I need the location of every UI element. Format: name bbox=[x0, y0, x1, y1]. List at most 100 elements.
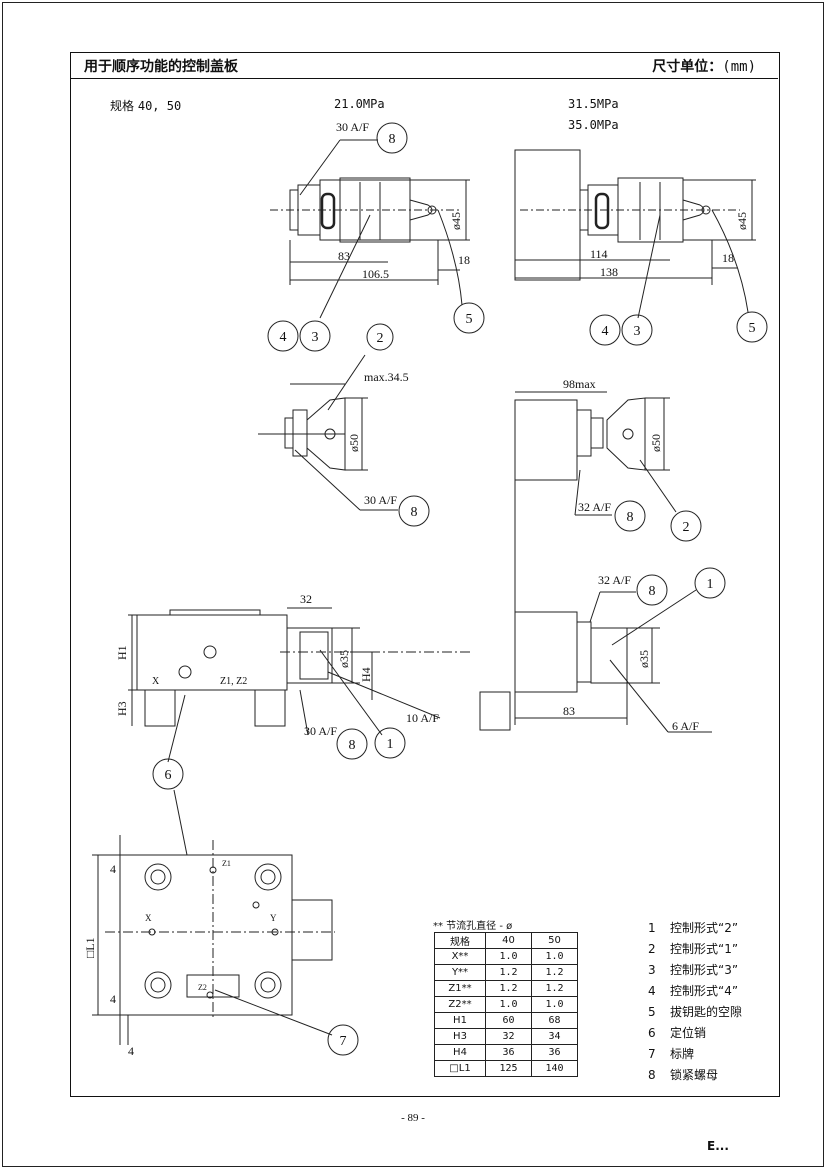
table-cell: 60 bbox=[485, 1012, 532, 1029]
table-row: Z1** 1.2 1.2 bbox=[434, 980, 578, 997]
dim-o35-b: ø35 bbox=[637, 650, 651, 668]
table-cell: 32 bbox=[485, 1028, 532, 1045]
legend-num: 1 bbox=[648, 921, 656, 935]
balloon-3-b: 3 bbox=[634, 324, 641, 339]
key-control-view-21mpa bbox=[270, 139, 470, 319]
dim-o50-b: ø50 bbox=[649, 434, 663, 452]
table-cell: Y** bbox=[434, 964, 486, 981]
dim-32af-b: 32 A/F bbox=[598, 573, 631, 587]
balloon-1-b: 1 bbox=[387, 737, 394, 752]
dim-4-top: 4 bbox=[110, 862, 116, 876]
pressure-35: 35.0MPa bbox=[568, 118, 619, 132]
table-cell: H1 bbox=[434, 1012, 486, 1029]
dim-4-bottom: 4 bbox=[128, 1044, 134, 1058]
dim-h1: H1 bbox=[115, 645, 129, 660]
table-cell: Z2** bbox=[434, 996, 486, 1013]
dim-32af-a: 32 A/F bbox=[578, 500, 611, 514]
table-header-row: 规格 40 50 bbox=[434, 932, 578, 949]
table-row: □L1 125 140 bbox=[434, 1060, 578, 1077]
dim-30af-b: 30 A/F bbox=[364, 493, 397, 507]
balloon-2-b: 2 bbox=[683, 520, 690, 535]
dimension-labels: 30 A/F 83 106.5 18 ø45 114 138 18 ø45 ma… bbox=[83, 120, 749, 1058]
legend-item: 7 标牌 bbox=[648, 1044, 742, 1065]
valve-top-view bbox=[92, 789, 335, 1045]
legend-num: 3 bbox=[648, 963, 656, 977]
table-cell: 1.0 bbox=[485, 948, 532, 965]
balloon-labels: 8 4 3 5 4 3 5 2 8 8 2 8 1 8 1 6 7 bbox=[165, 132, 756, 1049]
table-cell: 1.2 bbox=[531, 964, 578, 981]
port-z1: Z1 bbox=[222, 859, 231, 868]
legend-item: 8 锁紧螺母 bbox=[648, 1065, 742, 1086]
table-row: H1 60 68 bbox=[434, 1012, 578, 1029]
table-row: H4 36 36 bbox=[434, 1044, 578, 1061]
table-row: Z2** 1.0 1.0 bbox=[434, 996, 578, 1013]
dim-z1z2: Z1, Z2 bbox=[220, 676, 247, 687]
dim-83-b: 83 bbox=[563, 704, 575, 718]
legend-text: 控制形式“2” bbox=[670, 921, 739, 935]
dim-max-34-5: max.34.5 bbox=[364, 370, 409, 384]
pressure-21: 21.0MPa bbox=[334, 97, 385, 111]
legend-text: 控制形式“4” bbox=[670, 984, 739, 998]
balloon-5-b: 5 bbox=[749, 321, 756, 336]
balloon-8-a: 8 bbox=[389, 132, 396, 147]
dim-10af: 10 A/F bbox=[406, 711, 439, 725]
legend-item: 4 控制形式“4” bbox=[648, 981, 742, 1002]
orifice-table: 规格 40 50 X** 1.0 1.0 Y** 1.2 1.2 Z1** 1.… bbox=[434, 932, 578, 1077]
balloon-8-d: 8 bbox=[649, 584, 656, 599]
table-cell: 36 bbox=[485, 1044, 532, 1061]
port-x: X bbox=[145, 913, 152, 923]
table-title: ** 节流孔直径 - ø bbox=[433, 921, 513, 932]
legend-num: 8 bbox=[648, 1068, 656, 1082]
table-header-cell: 规格 bbox=[434, 932, 486, 949]
dim-18-a: 18 bbox=[458, 253, 470, 267]
unit-value: (mm) bbox=[722, 59, 756, 75]
legend-num: 7 bbox=[648, 1047, 656, 1061]
table-header-cell: 40 bbox=[485, 932, 532, 949]
legend-text: 标牌 bbox=[670, 1047, 695, 1061]
legend-text: 锁紧螺母 bbox=[670, 1068, 719, 1082]
balloon-2-a: 2 bbox=[377, 331, 384, 346]
dim-h4: H4 bbox=[359, 667, 373, 682]
dim-l1: □L1 bbox=[83, 937, 97, 958]
table-cell: Z1** bbox=[434, 980, 486, 997]
table-cell: X** bbox=[434, 948, 486, 965]
dim-4-mid: 4 bbox=[110, 992, 116, 1006]
table-row: Y** 1.2 1.2 bbox=[434, 964, 578, 981]
table-cell: 1.0 bbox=[531, 948, 578, 965]
dim-x-a: X bbox=[152, 676, 160, 687]
dim-32: 32 bbox=[300, 592, 312, 606]
legend-num: 4 bbox=[648, 984, 656, 998]
header-bar: 用于顺序功能的控制盖板 尺寸单位：(mm) bbox=[70, 52, 778, 79]
balloon-7: 7 bbox=[340, 1034, 347, 1049]
dim-83-a: 83 bbox=[338, 249, 350, 263]
dim-98max: 98max bbox=[563, 377, 596, 391]
dim-o50-a: ø50 bbox=[347, 434, 361, 452]
control-view-form-1-left bbox=[258, 354, 398, 511]
control-view-form-1-right bbox=[514, 391, 677, 725]
dim-o35-a: ø35 bbox=[337, 650, 351, 668]
spec-sizes: 40, 50 bbox=[137, 99, 182, 113]
dim-114: 114 bbox=[590, 247, 608, 261]
balloon-3-a: 3 bbox=[312, 330, 319, 345]
port-z2: Z2 bbox=[198, 983, 207, 992]
balloon-4-b: 4 bbox=[602, 324, 609, 339]
spec-label: 规格 40, 50 bbox=[110, 97, 181, 114]
table-cell: □L1 bbox=[434, 1060, 486, 1077]
table-cell: 140 bbox=[531, 1060, 578, 1077]
table-cell: 1.2 bbox=[485, 964, 532, 981]
table-cell: H4 bbox=[434, 1044, 486, 1061]
table-row: H3 32 34 bbox=[434, 1028, 578, 1045]
dim-o45-a: ø45 bbox=[449, 212, 463, 230]
table-cell: 1.2 bbox=[485, 980, 532, 997]
table-cell: 36 bbox=[531, 1044, 578, 1061]
legend-text: 定位销 bbox=[670, 1026, 707, 1040]
dim-6af: 6 A/F bbox=[672, 719, 699, 733]
legend-num: 2 bbox=[648, 942, 656, 956]
dim-106-5: 106.5 bbox=[362, 267, 389, 281]
dim-138: 138 bbox=[600, 265, 618, 279]
dim-18-b: 18 bbox=[722, 251, 734, 265]
legend-item: 1 控制形式“2” bbox=[648, 918, 742, 939]
